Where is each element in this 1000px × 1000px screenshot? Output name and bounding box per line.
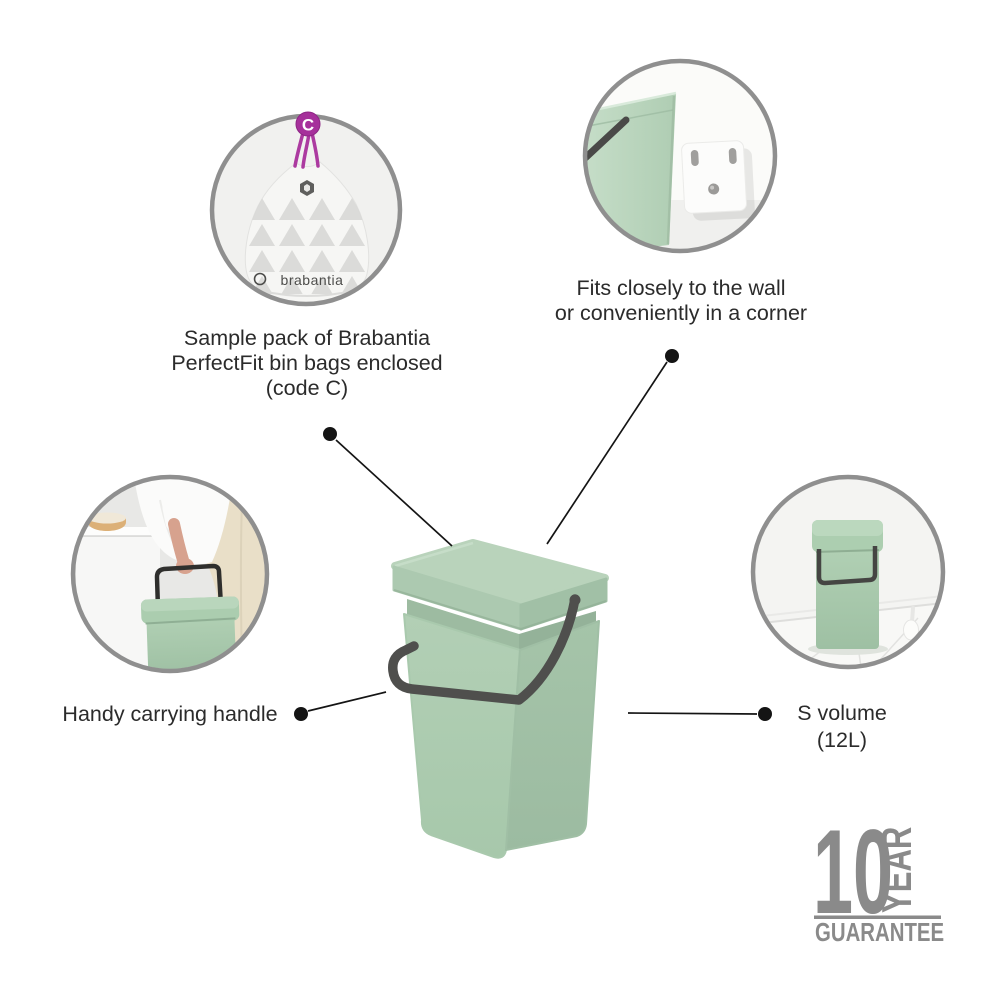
wall-callout-label: Fits closely to the wall or conveniently… [530,276,832,326]
perfectfit-bin-bag: brabantia [244,161,370,302]
guarantee-divider [814,915,941,919]
bin-lid [391,539,609,631]
handle-callout-dot [294,707,308,721]
bracket-slot [728,147,737,164]
bin-carry-handle [388,594,581,705]
drawstring [293,131,320,169]
handle-callout-label: Handy carrying handle [20,702,320,727]
volume-callout-line [627,712,758,715]
wall-label-line2: or conveniently in a corner [554,300,808,325]
wall-fit-inset-photo [582,58,778,254]
bowl [88,512,126,531]
wall-callout-line [546,361,668,545]
handle-label-line1: Handy carrying handle [62,702,278,726]
guarantee-logo: 10 YEAR GUARANTEE [813,804,944,947]
brabantia-hexagon-icon [300,180,314,196]
handle-callout-line [307,691,387,712]
bags-label-line1: Sample pack of Brabantia [183,326,431,350]
corner-bin [812,520,883,649]
volume-label-line2: (12L) [816,727,868,752]
bags-callout-label: Sample pack of Brabantia PerfectFit bin … [157,326,457,400]
bags-callout-dot [323,427,337,441]
brabantia-wordmark: brabantia [253,272,344,288]
code-letter: C [302,116,314,135]
carried-bin [140,596,240,669]
brabantia-brand-text: brabantia [281,272,344,288]
wall-label-line1: Fits closely to the wall [576,276,786,300]
wall-bracket [681,140,755,221]
corner-bin-handle [816,546,878,586]
bags-callout-line [335,439,453,547]
callout-dots [294,349,772,721]
guarantee-label: GUARANTEE [815,918,944,947]
toilet-brush [903,606,919,641]
bags-label-line2: PerfectFit bin bags enclosed [171,350,443,375]
guarantee-year-text: YEAR [873,827,920,913]
main-bin-photo [388,539,609,859]
bin-bag-inset-photo: brabantia C [209,111,403,307]
volume-label-line1: S volume [797,701,887,725]
bags-label-line3: (code C) [265,375,349,400]
callout-connectors [307,361,758,715]
wall-inset-border [582,58,778,254]
volume-callout-label: S volume (12L) [742,701,942,753]
carry-inset-border [70,474,270,674]
bin-body [403,613,600,859]
corner-inset-photo [750,474,946,670]
bracket-slot [690,149,699,166]
wall-callout-dot [665,349,679,363]
volume-callout-dot [758,707,772,721]
code-c-badge: C [295,111,321,137]
carry-bin-handle [154,563,224,610]
folded-handle-bar [587,116,630,165]
corner-inset-border [750,474,946,670]
carrying-inset-photo [70,474,270,674]
